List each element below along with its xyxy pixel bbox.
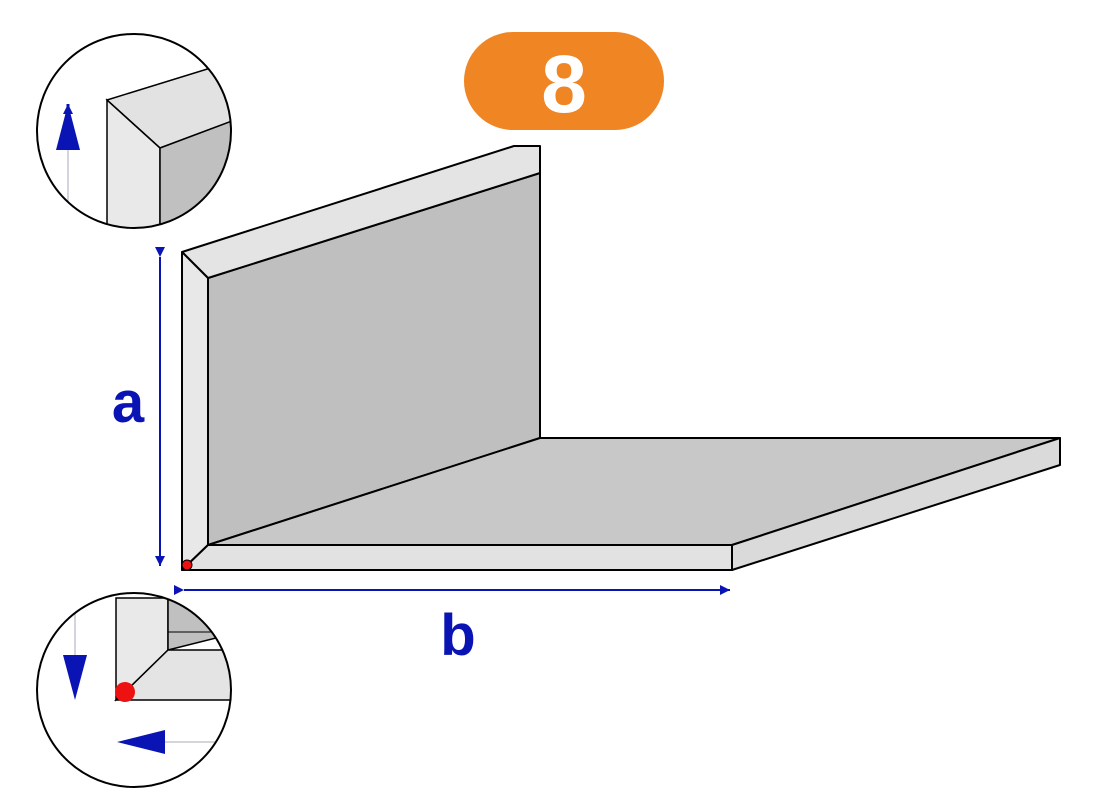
horizontal-leg-end-edge xyxy=(731,437,1061,571)
origin-marker xyxy=(181,559,193,571)
detail-left-arrowhead xyxy=(117,730,165,754)
detail-circle-top xyxy=(36,33,232,229)
dimension-b: b xyxy=(174,585,730,668)
dimension-a: a xyxy=(112,247,165,566)
dimension-a-label: a xyxy=(112,370,145,435)
detail-circle-bottom xyxy=(36,592,232,788)
detail-down-arrowhead xyxy=(63,655,87,700)
horizontal-leg-front-edge xyxy=(181,544,733,571)
dimension-b-label: b xyxy=(440,603,475,668)
number-badge: 8 xyxy=(464,32,664,130)
top-corner-detail xyxy=(36,33,232,229)
detail-up-arrowhead xyxy=(56,104,80,150)
angle-profile xyxy=(181,145,1061,571)
badge-number: 8 xyxy=(541,39,587,130)
vertical-leg-front-edge xyxy=(181,251,209,571)
badge-background xyxy=(464,32,664,130)
bottom-corner-detail xyxy=(36,592,232,788)
detail-horizontal-edge xyxy=(114,649,231,701)
detail-origin-marker xyxy=(115,682,135,702)
